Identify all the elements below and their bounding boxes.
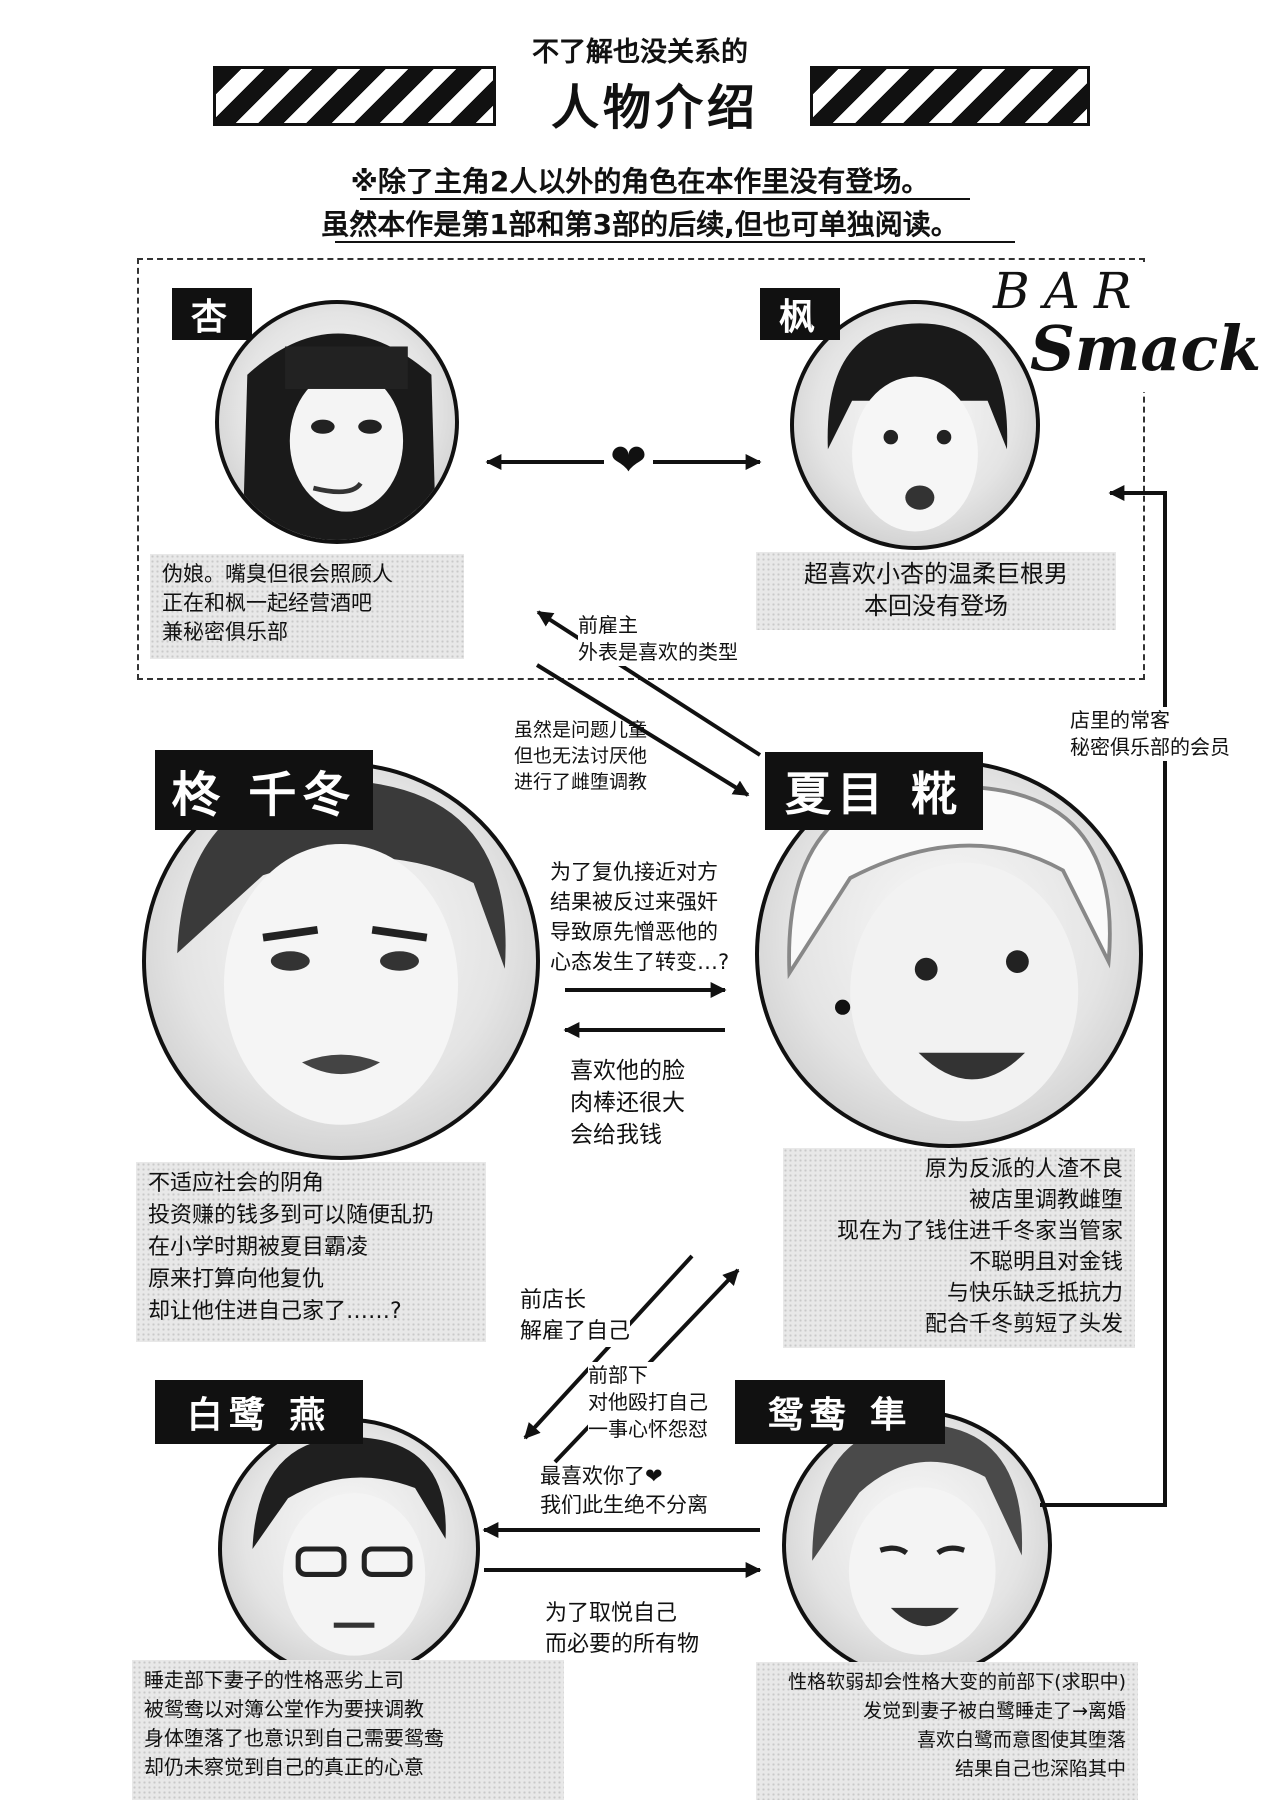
header-stripe-right: [810, 66, 1090, 126]
name-tag-oshidori: 鸳鸯 隼: [735, 1380, 945, 1444]
desc-oshidori-line: 喜欢白鹭而意图使其堕落: [916, 1729, 1126, 1751]
desc-natsume-line: 与快乐缺乏抵抗力: [946, 1281, 1123, 1306]
relation-text: 喜欢他的脸: [570, 1058, 685, 1084]
portrait-oshidori: [782, 1410, 1052, 1680]
desc-chifuyu-line: 投资赚的钱多到可以随便乱扔: [148, 1203, 435, 1228]
heart-icon: ❤: [604, 436, 653, 486]
kaede-face-icon: [827, 323, 1008, 532]
relation-text: 会给我钱: [570, 1122, 662, 1148]
relation-text: 为了复仇接近对方: [550, 860, 718, 884]
portrait-kaede: [790, 300, 1040, 550]
name-tag-anzu: 杏: [172, 288, 252, 340]
relation-text: 店里的常客: [1070, 708, 1170, 732]
header-subtitle: 不了解也没关系的: [532, 37, 748, 68]
desc-natsume-line: 原为反派的人渣不良: [924, 1157, 1123, 1182]
name-tag-kaede: 枫: [760, 288, 840, 340]
desc-chifuyu: 不适应社会的阴角 投资赚的钱多到可以随便乱扔 在小学时期被夏目霸凌 原来打算向他…: [136, 1162, 486, 1342]
desc-shirasagi: 睡走部下妻子的性格恶劣上司 被鸳鸯以对簿公堂作为要挟调教 身体堕落了也意识到自己…: [132, 1660, 564, 1800]
desc-kaede-line: 超喜欢小杏的温柔巨根男: [804, 560, 1068, 588]
portrait-anzu: [215, 300, 459, 544]
relation-text: 前店长: [520, 1288, 587, 1313]
portrait-shirasagi: [218, 1418, 480, 1680]
relation-text: 对他殴打自己: [588, 1390, 708, 1414]
label-anzu-to-natsume: 前雇主 外表是喜欢的类型: [578, 612, 738, 666]
desc-anzu-line: 正在和枫一起经营酒吧: [162, 591, 372, 615]
desc-anzu-line: 兼秘密俱乐部: [162, 620, 288, 644]
desc-shirasagi-line: 却仍未察觉到自己的真正的心意: [144, 1755, 424, 1779]
label-former-manager: 前店长 解雇了自己: [520, 1285, 631, 1347]
desc-shirasagi-line: 睡走部下妻子的性格恶劣上司: [144, 1668, 404, 1692]
relation-text: 外表是喜欢的类型: [578, 640, 738, 664]
desc-anzu: 伪娘。嘴臭但很会照顾人 正在和枫一起经营酒吧 兼秘密俱乐部: [150, 554, 464, 659]
relation-text: 而必要的所有物: [545, 1632, 700, 1657]
label-natsume-to-anzu: 虽然是问题儿童 但也无法讨厌他 进行了雌堕调教: [514, 717, 647, 795]
label-chifuyu-to-natsume: 为了复仇接近对方 结果被反过来强奸 导致原先憎恶他的 心态发生了转变…?: [550, 857, 730, 977]
desc-oshidori-line: 发觉到妻子被白鹭睡走了→离婚: [863, 1700, 1126, 1722]
relation-text: 结果被反过来强奸: [550, 890, 718, 914]
desc-chifuyu-line: 不适应社会的阴角: [148, 1171, 325, 1196]
desc-oshidori-line: 性格软弱却会性格大变的前部下(求职中): [788, 1671, 1126, 1693]
header-note-underline1: [360, 198, 970, 200]
relation-text: 前雇主: [578, 613, 638, 637]
bar-smack-logo: BAR Smack: [985, 262, 1275, 392]
relation-text: 解雇了自己: [520, 1319, 631, 1344]
relation-text: 导致原先憎恶他的: [550, 920, 718, 944]
relation-text: 一事心怀怨怼: [588, 1417, 708, 1441]
relation-text: 为了取悦自己: [545, 1601, 678, 1626]
desc-natsume: 原为反派的人渣不良 被店里调教雌堕 现在为了钱住进千冬家当管家 不聪明且对金钱 …: [783, 1148, 1135, 1348]
desc-chifuyu-line: 在小学时期被夏目霸凌: [148, 1235, 369, 1260]
desc-kaede: 超喜欢小杏的温柔巨根男 本回没有登场: [756, 552, 1116, 630]
shirasagi-face-icon: [252, 1437, 446, 1656]
desc-chifuyu-line: 原来打算向他复仇: [148, 1267, 325, 1292]
desc-oshidori-line: 结果自己也深陷其中: [954, 1758, 1126, 1780]
desc-anzu-line: 伪娘。嘴臭但很会照顾人: [162, 562, 393, 586]
desc-shirasagi-line: 被鸳鸯以对簿公堂作为要挟调教: [144, 1697, 424, 1721]
logo-line2: Smack: [1030, 312, 1262, 385]
desc-kaede-line: 本回没有登场: [864, 592, 1008, 620]
relation-text: 但也无法讨厌他: [514, 745, 648, 767]
label-natsume-to-chifuyu: 喜欢他的脸 肉棒还很大 会给我钱: [570, 1055, 685, 1151]
desc-natsume-line: 现在为了钱住进千冬家当管家: [836, 1219, 1123, 1244]
name-tag-natsume: 夏目 糀: [765, 752, 983, 830]
desc-shirasagi-line: 身体堕落了也意识到自己需要鸳鸯: [144, 1726, 444, 1750]
relation-text: 进行了雌堕调教: [514, 771, 648, 793]
header-stripe-left: [213, 66, 496, 126]
relation-text: 最喜欢你了❤: [540, 1464, 663, 1488]
page-title: 人物介绍: [550, 80, 759, 136]
name-tag-chifuyu: 柊 千冬: [155, 750, 373, 830]
label-regular: 店里的常客 秘密俱乐部的会员: [1070, 707, 1230, 761]
desc-chifuyu-line: 却让他住进自己家了……?: [148, 1299, 402, 1324]
relation-text: 虽然是问题儿童: [514, 719, 648, 741]
logo-line1: BAR: [993, 262, 1146, 320]
header-note-line1: ※除了主角2人以外的角色在本作里没有登场。: [350, 165, 930, 198]
label-oshidori-to-shirasagi: 最喜欢你了❤ 我们此生绝不分离: [540, 1462, 708, 1520]
relation-text: 前部下: [588, 1363, 648, 1387]
anzu-face-icon: [242, 333, 437, 540]
relation-text: 秘密俱乐部的会员: [1070, 735, 1230, 759]
oshidori-face-icon: [812, 1424, 1023, 1656]
desc-natsume-line: 配合千冬剪短了头发: [924, 1312, 1123, 1337]
label-former-sub: 前部下 对他殴打自己 一事心怀怨怼: [588, 1362, 708, 1443]
label-shirasagi-to-oshidori: 为了取悦自己 而必要的所有物: [545, 1598, 699, 1660]
relation-text: 我们此生绝不分离: [540, 1493, 708, 1517]
desc-oshidori: 性格软弱却会性格大变的前部下(求职中) 发觉到妻子被白鹭睡走了→离婚 喜欢白鹭而…: [756, 1662, 1138, 1800]
relation-text: 心态发生了转变…?: [550, 950, 730, 974]
name-tag-shirasagi: 白鹭 燕: [155, 1380, 363, 1444]
relation-text: 肉棒还很大: [570, 1090, 685, 1116]
header-note-line2: 虽然本作是第1部和第3部的后续,但也可单独阅读。: [321, 208, 959, 241]
natsume-face-icon: [787, 784, 1112, 1122]
header-note-underline2: [335, 241, 1015, 243]
desc-natsume-line: 不聪明且对金钱: [968, 1250, 1123, 1275]
desc-natsume-line: 被店里调教雌堕: [968, 1188, 1123, 1213]
